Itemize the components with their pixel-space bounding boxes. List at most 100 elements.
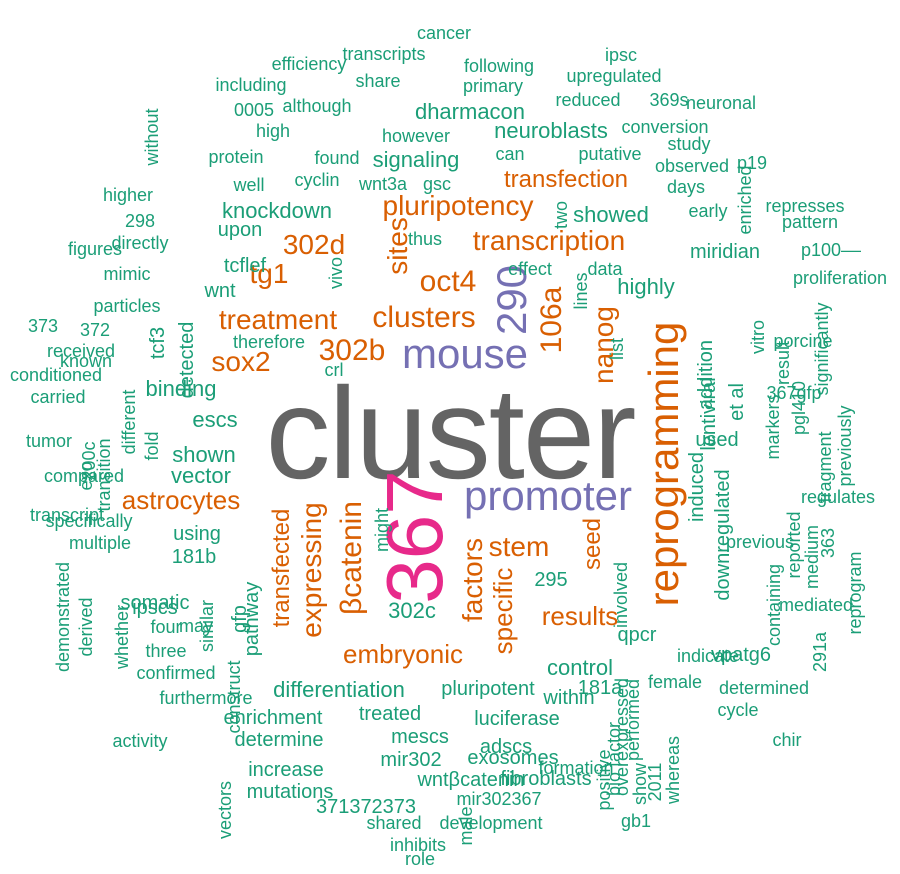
word-79: furthermore (159, 688, 253, 708)
word-130: including (215, 75, 287, 95)
word-136: primary (462, 76, 524, 96)
word-181: 2011 (645, 762, 665, 802)
word-110: 298 (124, 211, 156, 231)
word-50: mescs (391, 726, 449, 748)
word-105: particles (93, 296, 161, 316)
word-120: thus (407, 229, 443, 249)
word-49: luciferase (474, 708, 560, 730)
word-178: chir (772, 730, 802, 750)
word-98: whether (112, 604, 132, 670)
word-10: 302b (318, 334, 386, 367)
word-197: without (142, 108, 162, 166)
word-163: previously (835, 405, 855, 487)
word-187: formation (538, 758, 614, 778)
word-24: specific (488, 567, 518, 655)
word-185: performed (623, 678, 643, 762)
word-43: wnt (204, 280, 236, 302)
word-112: therefore (232, 332, 306, 352)
word-159: significantly (812, 302, 832, 396)
word-5: reprogramming (640, 321, 687, 607)
word-0: cluster (265, 360, 637, 506)
word-53: pluripotent (441, 678, 535, 700)
word-137: however (381, 126, 451, 146)
word-71: exosomes (467, 747, 559, 769)
word-100: tumor (25, 431, 73, 451)
word-86: similar (197, 600, 217, 652)
word-82: construct (224, 660, 244, 734)
word-80: confirmed (136, 663, 216, 683)
word-154: p100–– (800, 240, 862, 260)
word-101: conditioned (9, 365, 103, 385)
word-103: 373 (27, 316, 59, 336)
word-179: whereas (663, 735, 683, 805)
word-77: enrichment (223, 707, 323, 729)
word-171: mediated (778, 595, 854, 615)
word-87: different (119, 389, 139, 455)
word-115: effect (508, 259, 552, 279)
word-123: well (233, 175, 265, 195)
word-148: p19 (736, 153, 768, 173)
word-160: markers (763, 394, 783, 460)
word-34: control (546, 655, 614, 680)
word-96: demonstrated (53, 561, 73, 673)
word-131: share (355, 71, 401, 91)
word-2: promoter (463, 472, 633, 519)
word-62: gfp (229, 605, 251, 633)
word-141: upregulated (566, 66, 662, 86)
word-57: using (173, 523, 221, 545)
word-132: efficiency (271, 54, 347, 74)
word-119: two (551, 200, 571, 230)
word-73: fibroblasts (500, 768, 592, 790)
word-33: vector (171, 463, 231, 488)
word-54: 181a (577, 677, 623, 699)
word-174: determined (718, 678, 810, 698)
word-142: ipsc (604, 45, 638, 65)
word-76: 371372373 (315, 796, 417, 818)
word-140: reduced (555, 90, 621, 110)
word-25: results (541, 601, 619, 631)
word-17: tg1 (249, 258, 289, 289)
word-193: inhibits (389, 835, 447, 855)
word-104: 372 (79, 320, 111, 340)
word-121: wnt3a (358, 174, 408, 194)
word-99: carried (30, 387, 86, 407)
word-192: male (456, 806, 476, 846)
word-55: 181b (171, 546, 217, 568)
word-143: 369s (649, 90, 689, 110)
word-12: transcription (472, 225, 626, 256)
word-126: protein (208, 147, 264, 167)
word-147: observed (654, 156, 730, 176)
word-29: differentiation (273, 677, 405, 702)
word-156: vitro (748, 319, 768, 355)
word-176: indicate (676, 646, 740, 666)
word-129: although (282, 96, 352, 116)
word-27: seed (579, 517, 606, 571)
word-22: embryonic (343, 639, 463, 669)
word-125: found (314, 148, 360, 168)
word-168: 363 (818, 527, 838, 559)
word-102: received (46, 341, 116, 361)
word-35: 302c (388, 598, 436, 623)
word-44: tcflef (223, 255, 267, 277)
word-16: sox2 (211, 346, 271, 377)
word-63: within (543, 687, 595, 709)
word-7: clusters (372, 301, 476, 334)
word-13: pluripotency (382, 190, 534, 221)
word-21: stem (488, 531, 550, 562)
word-172: 291a (810, 631, 830, 673)
word-78: determine (234, 729, 324, 751)
word-83: three (145, 641, 187, 661)
word-114: vivo (326, 256, 346, 290)
word-85: may (178, 616, 214, 636)
word-20: factors (457, 537, 488, 623)
word-9: 106a (535, 286, 568, 354)
word-196: might (372, 507, 392, 553)
word-58: somatic (120, 592, 190, 614)
word-94: transcript (29, 505, 105, 525)
word-191: shared (366, 813, 422, 833)
word-75: mutations (246, 781, 334, 803)
word-52: treated (358, 703, 422, 725)
word-127: high (255, 121, 291, 141)
word-92: specifically (45, 511, 133, 531)
